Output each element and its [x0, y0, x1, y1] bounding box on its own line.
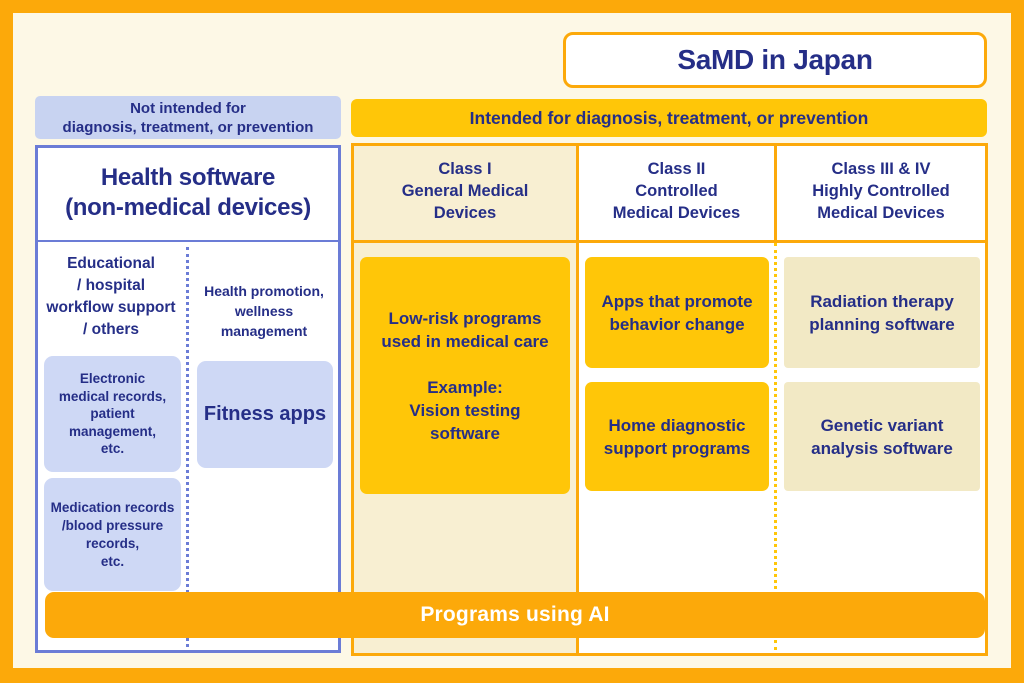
- intended-header: Intended for diagnosis, treatment, or pr…: [351, 99, 987, 137]
- class2-class3-header-divider: [774, 146, 777, 243]
- health-software-title-divider: [38, 240, 338, 242]
- class2-class3-dotted-divider: [774, 243, 777, 650]
- class1-class2-divider: [576, 146, 579, 653]
- class3-4-heading: Class III & IV Highly Controlled Medical…: [812, 160, 950, 222]
- home-diagnostic-box: Home diagnostic support programs: [585, 382, 769, 491]
- electronic-medical-records-box: Electronic medical records, patient mana…: [44, 356, 181, 472]
- educational-column-heading: Educational / hospital workflow support …: [46, 255, 176, 338]
- not-intended-header: Not intended for diagnosis, treatment, o…: [35, 96, 341, 139]
- class1-heading: Class I General Medical Devices: [401, 160, 529, 222]
- low-risk-programs-box: Low-risk programs used in medical care E…: [360, 257, 570, 494]
- health-software-column-divider: [186, 247, 189, 647]
- page-title: SaMD in Japan: [563, 32, 987, 88]
- class-header-divider: [354, 240, 985, 243]
- genetic-variant-box: Genetic variant analysis software: [784, 382, 980, 491]
- health-promotion-column-heading: Health promotion, wellness management: [204, 283, 324, 339]
- programs-using-ai-bar: Programs using AI: [45, 592, 985, 638]
- behavior-change-apps-box: Apps that promote behavior change: [585, 257, 769, 368]
- medication-records-box: Medication records /blood pressure recor…: [44, 478, 181, 591]
- health-software-title: Health software (non-medical devices): [65, 164, 311, 221]
- fitness-apps-box: Fitness apps: [197, 361, 333, 468]
- class2-heading: Class II Controlled Medical Devices: [612, 160, 741, 222]
- radiation-therapy-box: Radiation therapy planning software: [784, 257, 980, 368]
